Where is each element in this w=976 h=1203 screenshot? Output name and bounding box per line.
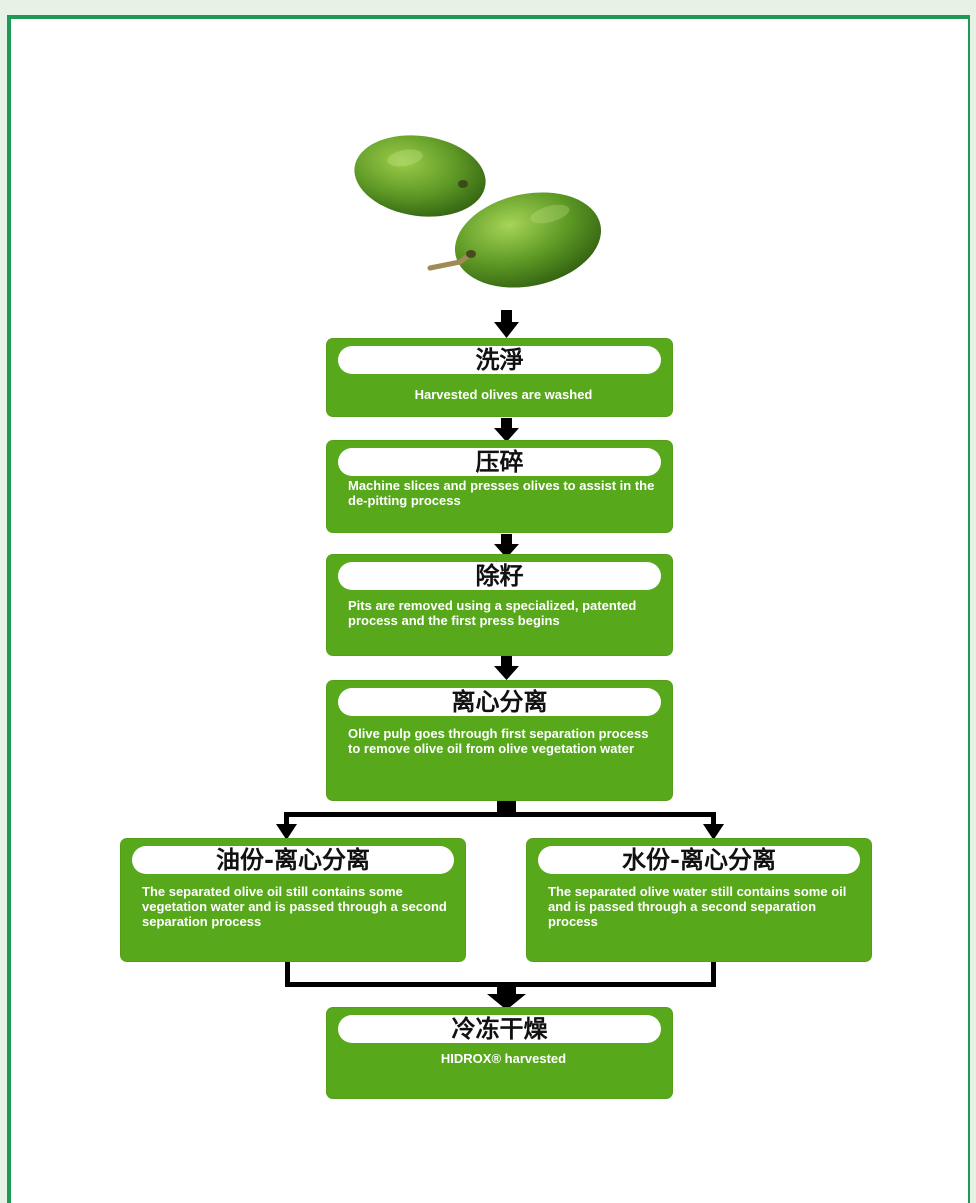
merge-connector xyxy=(285,962,716,1010)
step-description: The separated olive oil still contains s… xyxy=(142,884,447,929)
step-freeze-dry: 冷冻干燥 HIDROX® harvested xyxy=(326,1007,673,1099)
olives-image xyxy=(354,135,602,288)
step-pit: 除籽 Pits are removed using a specialized,… xyxy=(326,554,673,656)
step-water-separation: 水份-离心分离 The separated olive water still … xyxy=(526,838,872,962)
arrow-down-icon xyxy=(494,418,519,442)
step-centrifuge: 离心分离 Olive pulp goes through first separ… xyxy=(326,680,673,801)
step-title: 冷冻干燥 xyxy=(338,1015,661,1043)
step-title: 水份-离心分离 xyxy=(538,846,860,874)
step-crush: 压碎 Machine slices and presses olives to … xyxy=(326,440,673,533)
step-description: Harvested olives are washed xyxy=(414,387,593,402)
step-title: 除籽 xyxy=(338,562,661,590)
arrow-down-icon xyxy=(494,310,519,338)
step-description: The separated olive water still contains… xyxy=(548,884,847,929)
step-title: 油份-离心分离 xyxy=(132,846,454,874)
step-oil-separation: 油份-离心分离 The separated olive oil still co… xyxy=(120,838,466,962)
step-title: 离心分离 xyxy=(338,688,661,716)
step-title: 洗淨 xyxy=(338,346,661,374)
step-description: HIDROX® harvested xyxy=(440,1051,567,1066)
step-description: Pits are removed using a specialized, pa… xyxy=(348,598,637,628)
step-description: Olive pulp goes through first separation… xyxy=(348,726,649,756)
step-title: 压碎 xyxy=(338,448,661,476)
arrow-down-icon xyxy=(494,656,519,680)
arrow-down-icon xyxy=(494,534,519,558)
step-description: Machine slices and presses olives to ass… xyxy=(348,478,655,508)
step-wash: 洗淨 Harvested olives are washed xyxy=(326,338,673,417)
